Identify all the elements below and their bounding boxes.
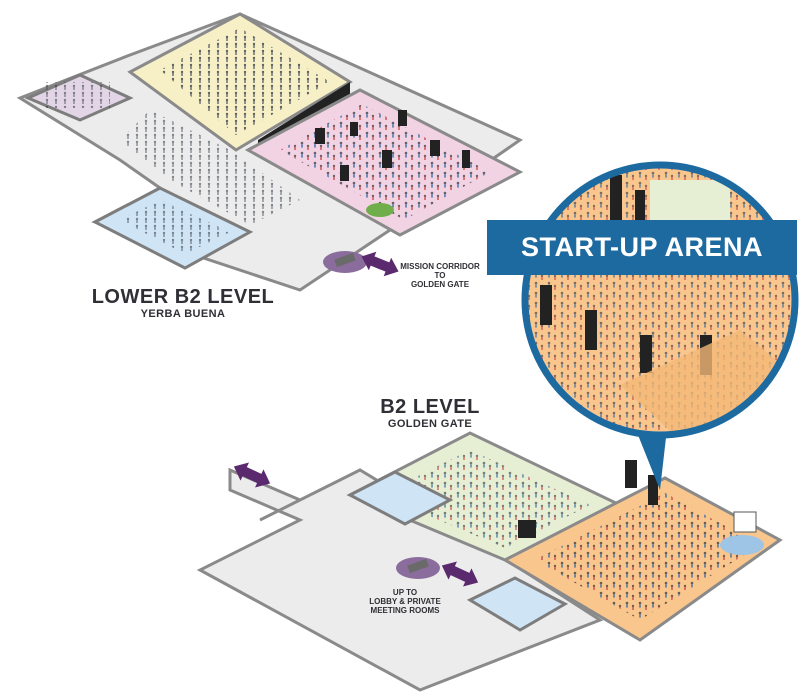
b2-level: [196, 431, 783, 692]
arrow-icon: [441, 561, 479, 587]
arrow-icon: [361, 251, 399, 277]
lower-level-subtitle: YERBA BUENA: [140, 308, 226, 320]
arrow-icon: [233, 462, 271, 488]
startup-arena-banner: START-UP ARENA: [487, 220, 797, 275]
startup-booths: [518, 460, 658, 538]
lower-level-title: LOWER B2 LEVEL: [91, 286, 275, 308]
meeting-room-b2-b: [466, 576, 569, 632]
b2-level-subtitle: GOLDEN GATE: [387, 418, 473, 430]
b2-level-title: B2 LEVEL: [380, 396, 480, 418]
meeting-room-b2-a: [346, 470, 454, 526]
mission-corridor-label: MISSION CORRIDOR TO GOLDEN GATE: [400, 262, 480, 289]
lobby-direction-label: UP TO LOBBY & PRIVATE MEETING ROOMS: [369, 588, 441, 615]
lower-b2-level: [16, 12, 524, 292]
expo-booths: [315, 110, 470, 181]
startup-arena-callout: [521, 161, 799, 490]
